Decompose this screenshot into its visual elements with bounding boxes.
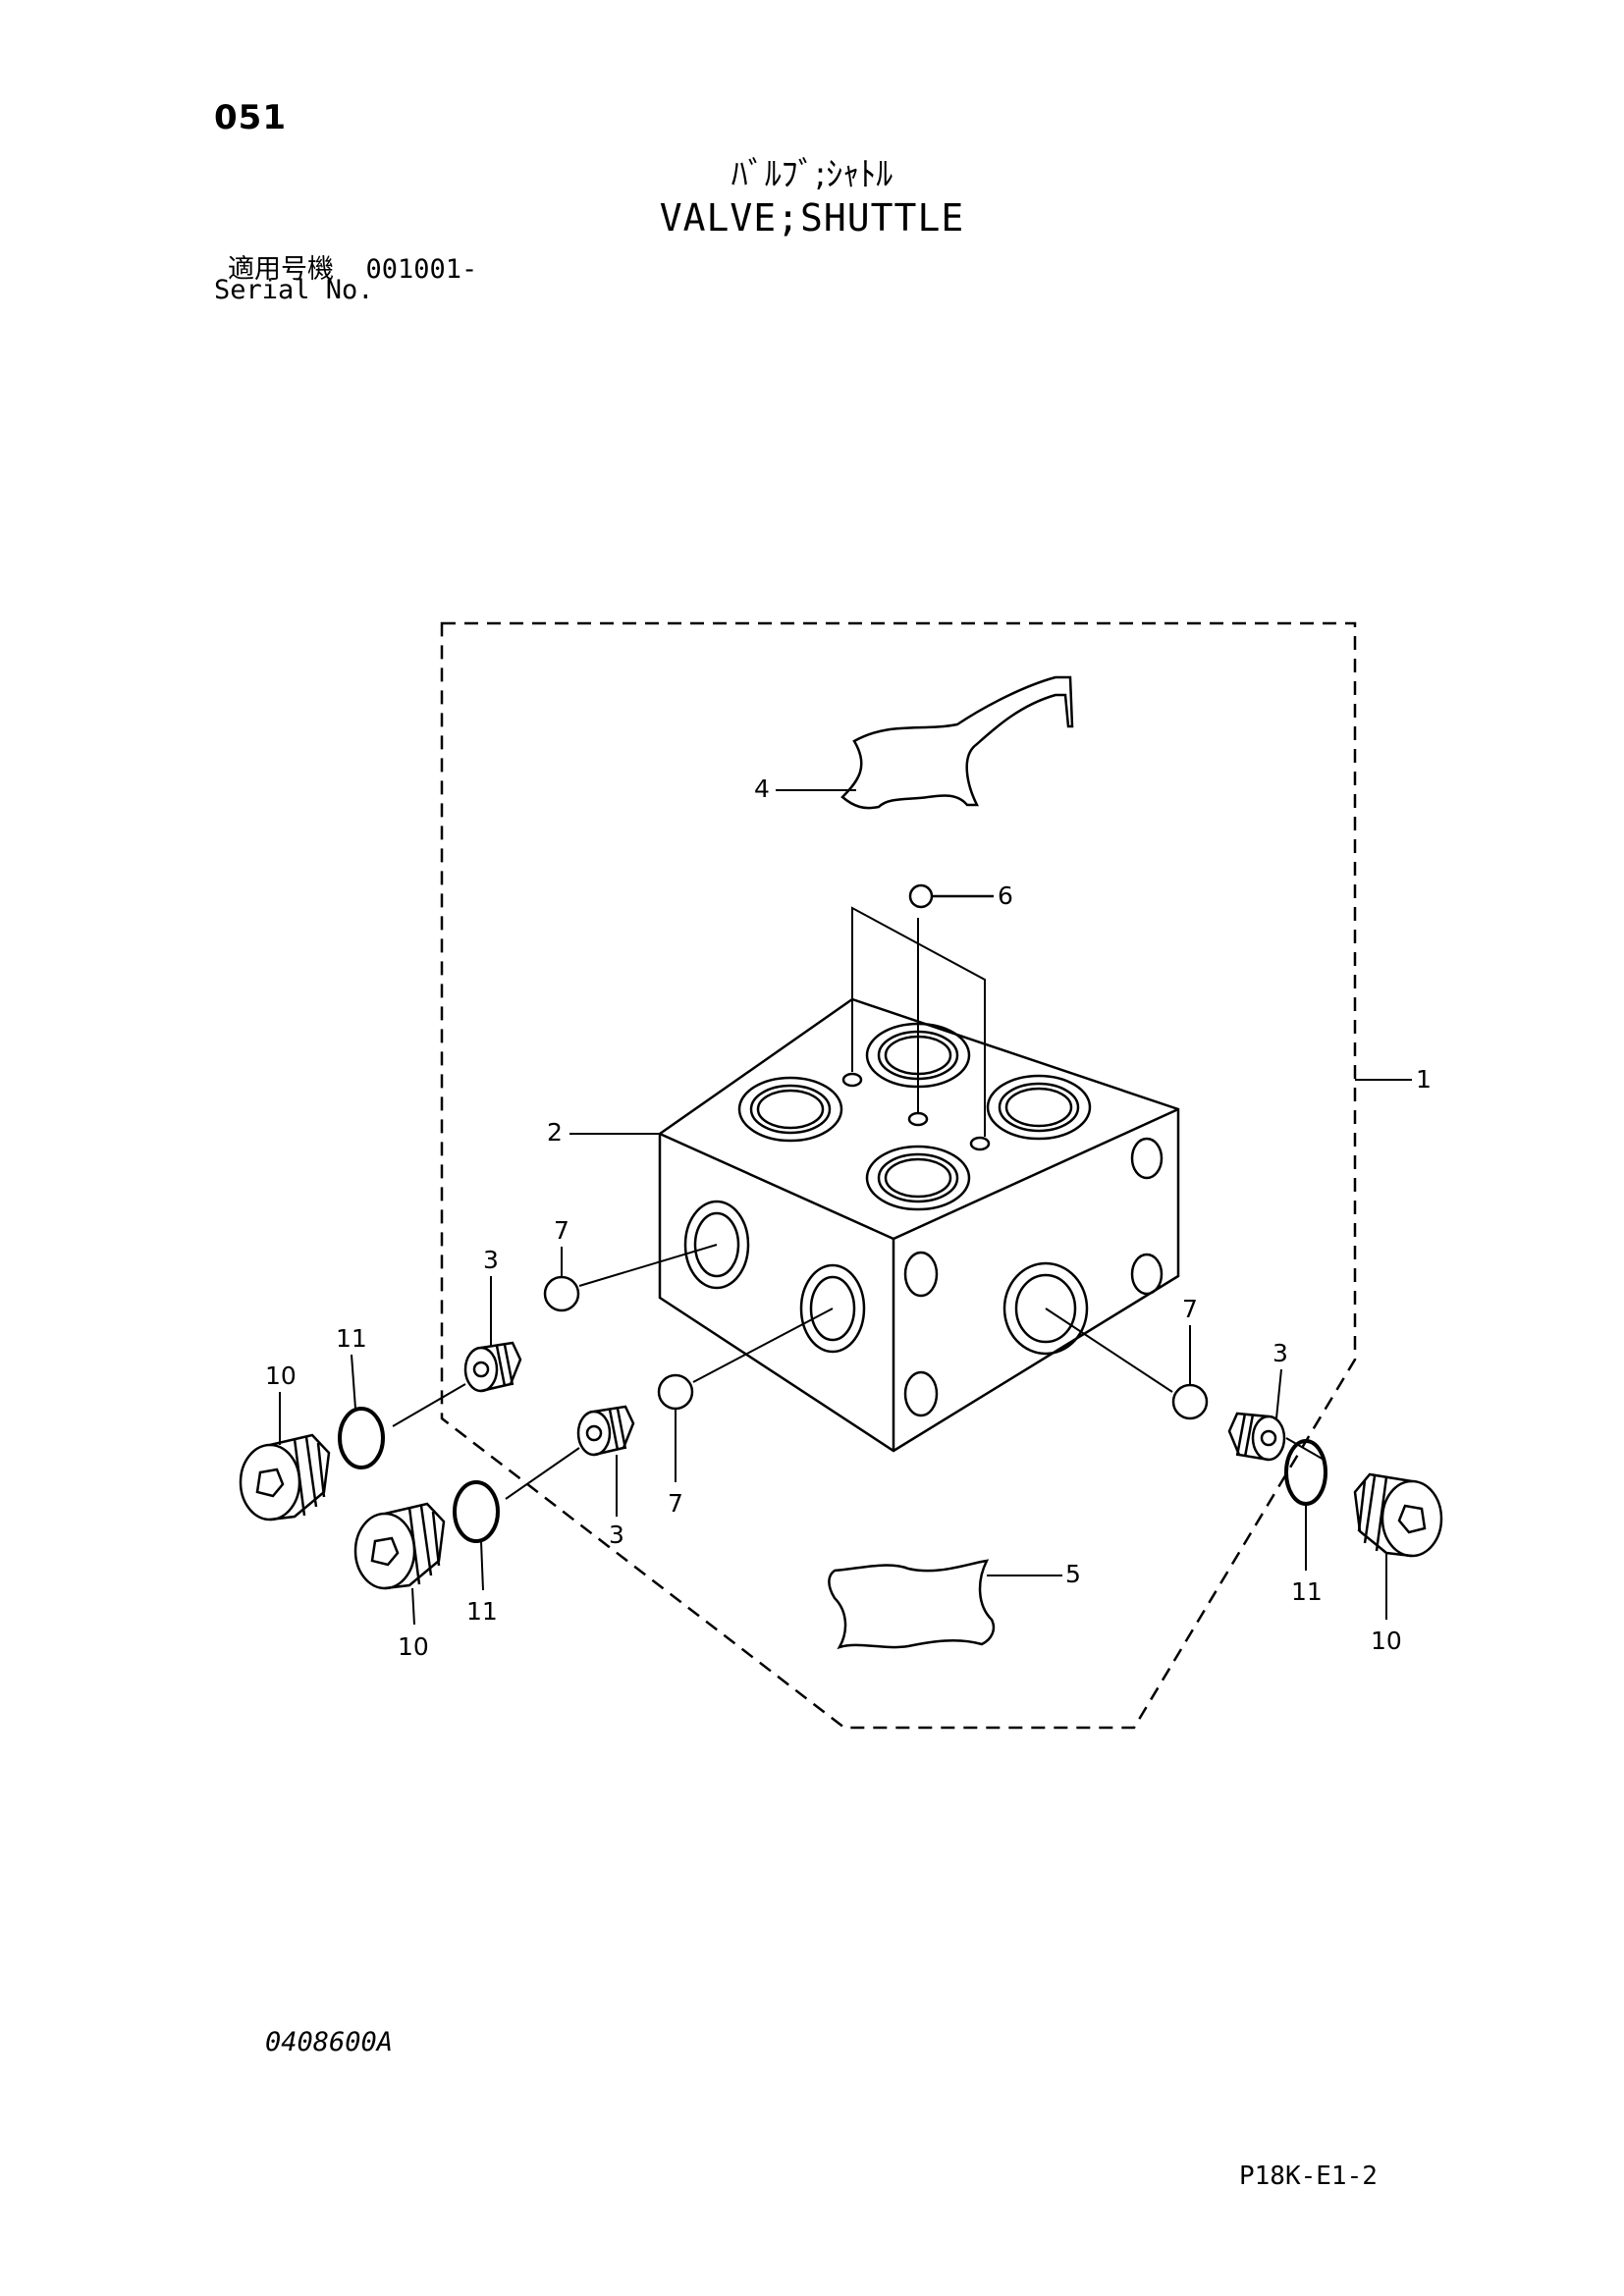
plug-part-10-b: [353, 1502, 446, 1590]
callout-5: 5: [1065, 1560, 1081, 1588]
callout-6: 6: [998, 881, 1013, 910]
callout-10-b: 10: [398, 1632, 429, 1661]
callout-7-a: 7: [554, 1216, 569, 1245]
ball-part-6: [908, 883, 934, 909]
plug-part-10-c: [1353, 1472, 1443, 1558]
callout-2: 2: [547, 1118, 563, 1147]
callout-7-b: 7: [668, 1489, 683, 1518]
callout-3-b: 3: [609, 1521, 624, 1549]
sheet-number: P18K-E1-2: [1239, 2162, 1378, 2191]
callout-7-c: 7: [1182, 1295, 1198, 1323]
plug-part-3-c: [1227, 1412, 1286, 1462]
page-number: 051: [214, 98, 287, 137]
callout-3-c: 3: [1272, 1339, 1288, 1367]
serial-label-english: Serial No.: [214, 275, 374, 305]
callout-4: 4: [754, 774, 770, 803]
callout-3-a: 3: [483, 1246, 499, 1274]
serial-label-japanese: 適用号機 001001-: [228, 247, 477, 286]
callout-11-b: 11: [466, 1597, 498, 1626]
callout-11-a: 11: [336, 1324, 367, 1353]
drawing-number: 0408600A: [265, 2027, 394, 2057]
ball-part-7-b: [657, 1373, 694, 1411]
plug-part-10-a: [239, 1433, 331, 1522]
ball-part-7-c: [1171, 1383, 1209, 1420]
valve-body-part-2: [658, 997, 1180, 1453]
o-ring-part-11-a: [338, 1407, 385, 1469]
callout-11-c: 11: [1291, 1577, 1323, 1606]
ball-part-7-a: [543, 1275, 580, 1312]
plug-part-3-b: [576, 1405, 635, 1457]
assembly-boundary: [440, 621, 1357, 1730]
name-plate-part-5: [828, 1559, 996, 1650]
serial-label-jp-text: 適用号機: [228, 254, 334, 285]
o-ring-part-11-b: [453, 1480, 500, 1543]
callout-10-a: 10: [265, 1362, 297, 1390]
callout-10-c: 10: [1371, 1627, 1402, 1655]
serial-range: 001001-: [365, 254, 478, 285]
callout-1: 1: [1416, 1065, 1432, 1094]
name-plate-part-4: [840, 675, 1074, 810]
title-english: VALVE;SHUTTLE: [659, 196, 965, 240]
plug-part-3-a: [463, 1341, 522, 1393]
title-japanese: ﾊﾞﾙﾌﾞ;ｼｬﾄﾙ: [731, 155, 893, 194]
